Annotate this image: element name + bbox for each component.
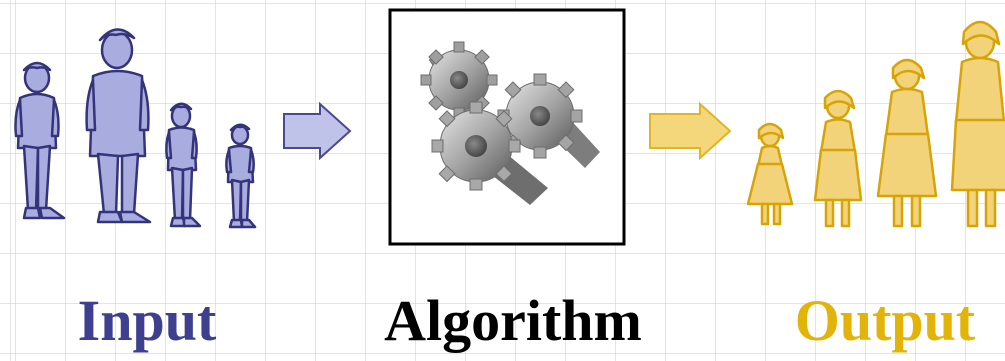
gear-3-icon bbox=[431, 101, 548, 205]
man-figure-4-icon bbox=[225, 123, 257, 229]
gears-icon bbox=[420, 41, 600, 205]
man-figure-1-icon bbox=[14, 61, 66, 220]
woman-figure-4-icon bbox=[950, 20, 1005, 228]
input-label: Input bbox=[77, 288, 217, 353]
output-arrow-icon bbox=[649, 101, 732, 161]
output-label: Output bbox=[794, 288, 976, 353]
man-figure-2-icon bbox=[85, 28, 152, 224]
woman-figure-3-icon bbox=[876, 58, 938, 228]
input-figures-icon bbox=[14, 28, 257, 229]
output-figures-icon bbox=[746, 20, 1005, 228]
input-arrow-icon bbox=[283, 101, 352, 161]
gear-1-icon bbox=[420, 41, 498, 120]
algorithm-label: Algorithm bbox=[384, 288, 642, 353]
man-figure-3-icon bbox=[165, 102, 202, 228]
woman-figure-1-icon bbox=[746, 122, 794, 226]
woman-figure-2-icon bbox=[813, 89, 863, 228]
